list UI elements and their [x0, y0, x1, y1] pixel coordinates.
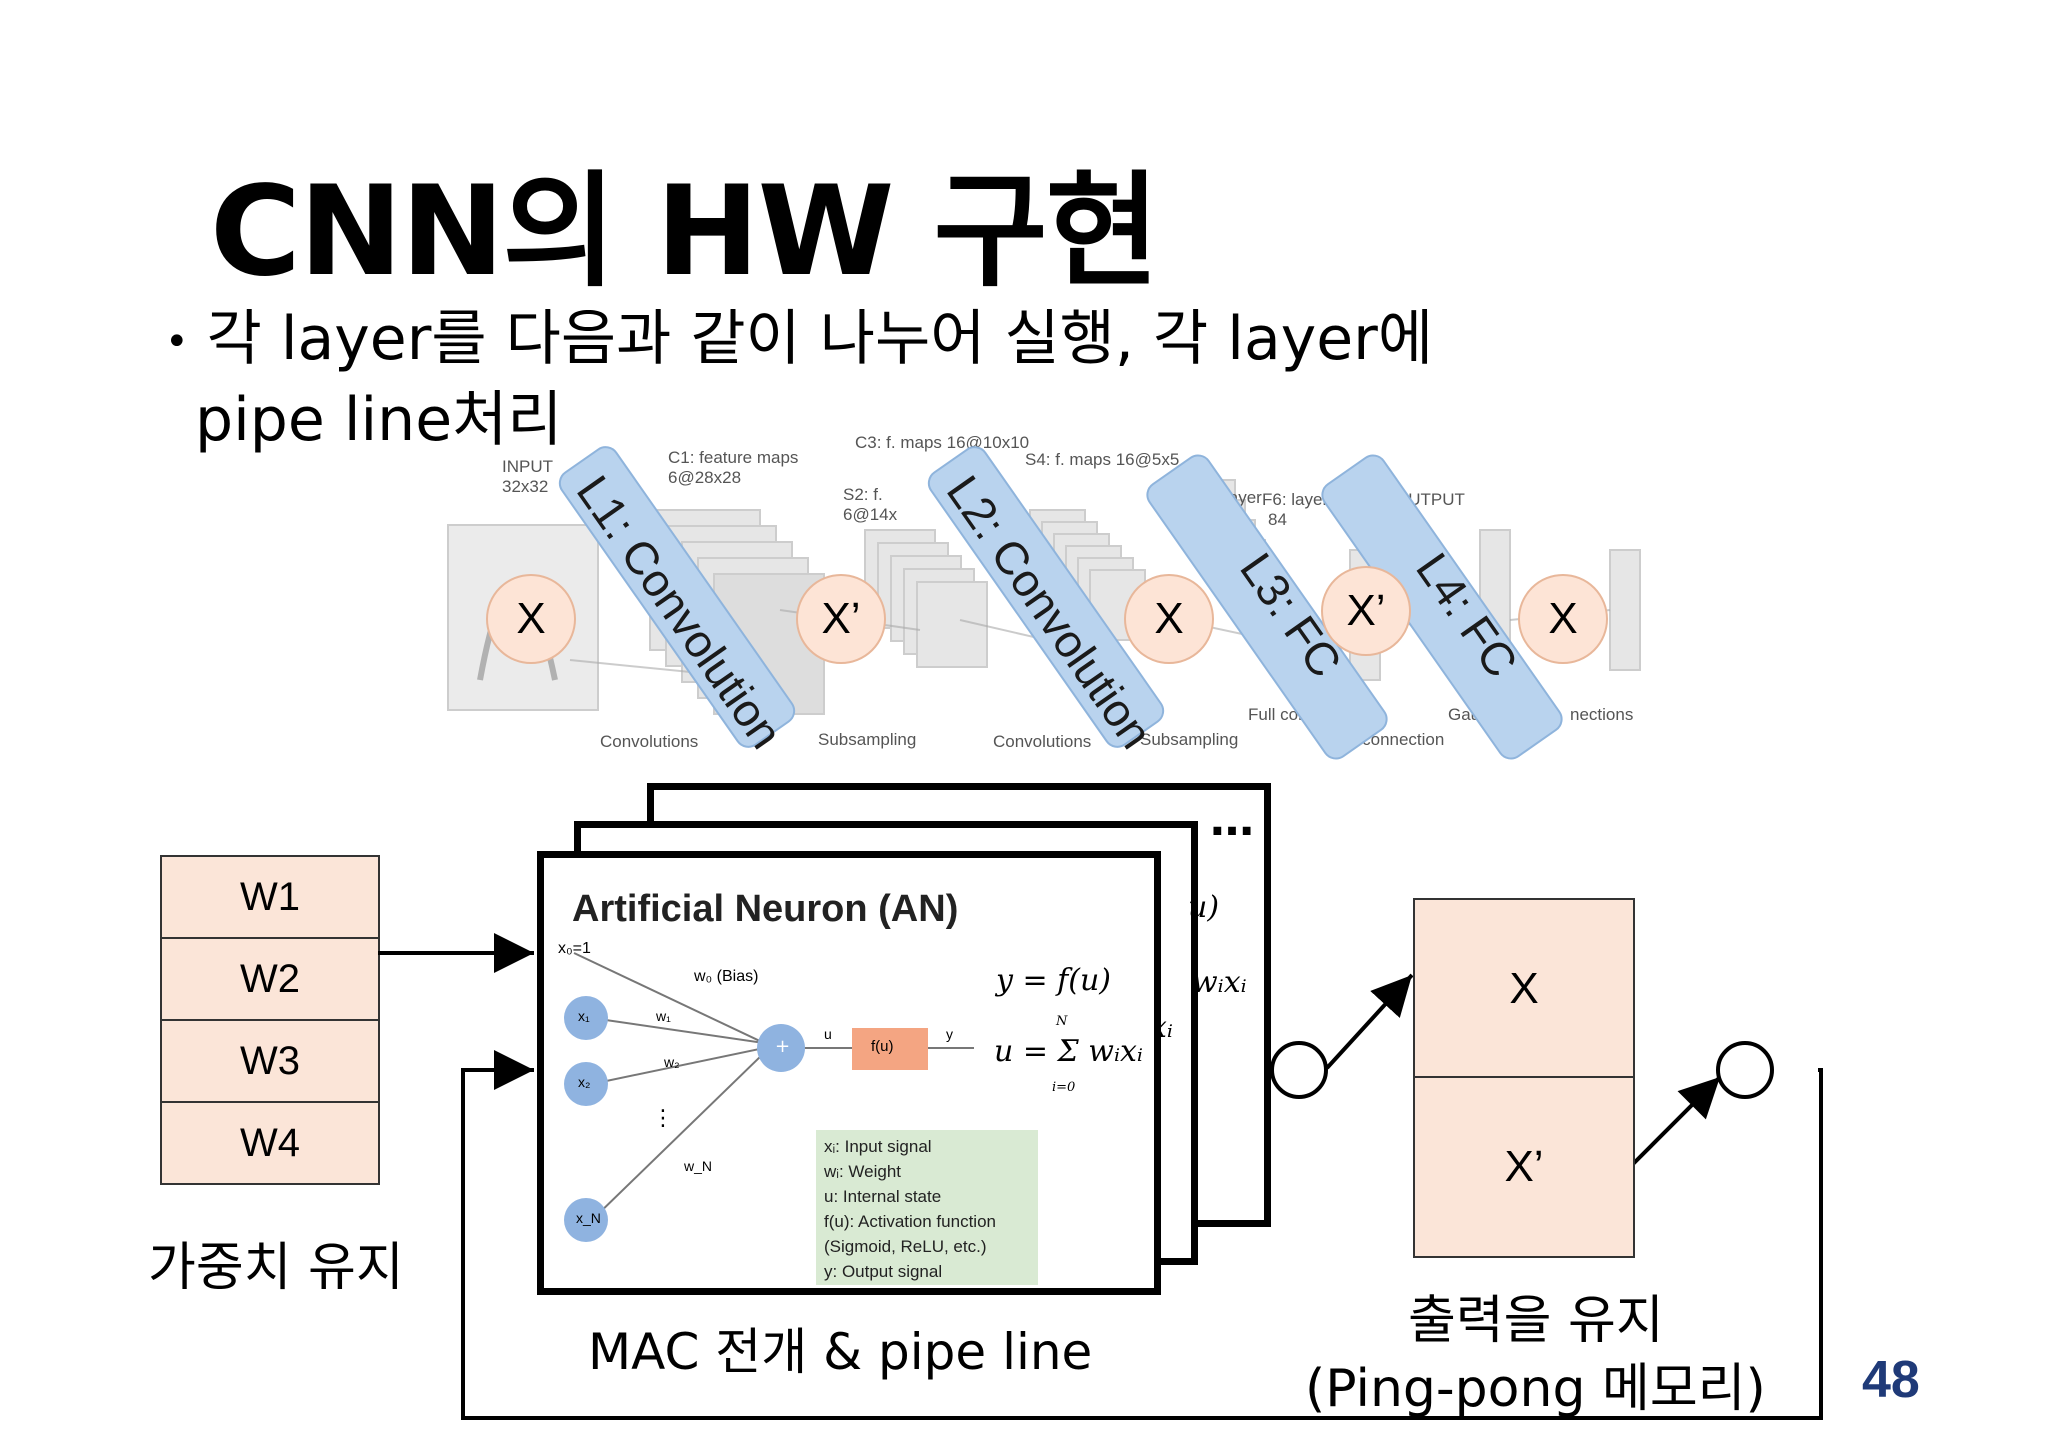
bullet-line-2: pipe line처리: [195, 385, 563, 456]
legend-item: xᵢ: Input signal: [824, 1137, 932, 1156]
equation-sum-upper: N: [1056, 1014, 1068, 1029]
weight-w1: W1: [160, 855, 380, 939]
bg-label-s2: S2: f.: [843, 485, 883, 504]
input-node-x1: x₁: [578, 1008, 590, 1024]
neuron-title: Artificial Neuron (AN): [572, 888, 959, 930]
output-caption-2: (Ping-pong 메모리): [1305, 1359, 1766, 1419]
legend-item: u: Internal state: [824, 1187, 942, 1206]
output-buffer-x: X: [1413, 898, 1635, 1080]
slide-title: CNN의 HW 구현: [210, 160, 1160, 304]
neuron-card-front: Artificial Neuron (AN) x₀=1 w₀ (Bias) x₁…: [537, 851, 1161, 1295]
bg-label-c3: C3: f. maps 16@10x10: [855, 433, 1030, 452]
equation-sum-lower: i=0: [1052, 1080, 1076, 1095]
sum-node-label: +: [775, 1036, 791, 1057]
weight-w2: W2: [160, 937, 380, 1021]
bg-label-subsampling-2: Subsampling: [1140, 730, 1239, 749]
equation-internal: u = Σ wᵢxᵢ: [994, 1034, 1143, 1069]
weight-label-w1: w₁: [656, 1008, 671, 1024]
weight-label-w2: w₂: [664, 1054, 680, 1070]
bg-label-c1: C1: feature maps: [668, 448, 799, 467]
back-fragment-1: u): [1188, 890, 1220, 925]
bg-label-s2-size: 6@14x: [843, 505, 898, 524]
bg-label-s4: S4: f. maps 16@5x5: [1025, 450, 1180, 469]
neuron-legend: xᵢ: Input signal wᵢ: Weight u: Internal …: [824, 1134, 996, 1284]
legend-item: f(u): Activation function: [824, 1212, 996, 1231]
page-number: 48: [1862, 1351, 1920, 1409]
buffer-node-4: X’: [1321, 566, 1411, 656]
weight-label-wn: w_N: [684, 1158, 713, 1174]
inputs-vdots: ⋮: [652, 1106, 674, 1131]
back-fragment-2: wᵢxᵢ: [1192, 965, 1247, 1000]
bg-label-c1-size: 6@28x28: [668, 468, 742, 487]
bg-label-connections: nections: [1570, 705, 1634, 724]
more-cards-ellipsis: …: [1210, 795, 1254, 846]
equation-output: y = f(u): [996, 963, 1111, 998]
bg-label-convolutions-1: Convolutions: [600, 732, 699, 751]
mac-caption: MAC 전개 & pipe line: [588, 1323, 1093, 1381]
buffer-node-5: X: [1518, 574, 1608, 664]
bg-label-f6-size: 84: [1268, 510, 1287, 529]
bg-label-input-size: 32x32: [502, 477, 549, 496]
bg-label-input: INPUT: [502, 457, 553, 476]
input-node-xn: x_N: [576, 1210, 601, 1226]
legend-item: (Sigmoid, ReLU, etc.): [824, 1237, 987, 1256]
activation-box-label: f(u): [871, 1038, 894, 1055]
bias-label: w₀ (Bias): [694, 968, 759, 985]
bullet-line-1: 각 layer를 다음과 같이 나누어 실행, 각 layer에: [206, 304, 1434, 374]
bullet-marker: •: [165, 319, 189, 366]
bg-label-f6: F6: layer: [1262, 490, 1329, 509]
weights-caption: 가중치 유지: [148, 1238, 404, 1298]
output-caption-1: 출력을 유지: [1408, 1291, 1664, 1351]
buffer-node-3: X: [1124, 574, 1214, 664]
legend-item: wᵢ: Weight: [824, 1162, 901, 1181]
buffer-node-2: X’: [796, 574, 886, 664]
bullet-text: • 각 layer를 다음과 같이 나누어 실행, 각 layer에 pipe l…: [165, 300, 1433, 459]
u-label: u: [824, 1026, 832, 1042]
x0-label: x₀=1: [558, 940, 591, 957]
buffer-node-1: X: [486, 574, 576, 664]
y-label: y: [946, 1026, 953, 1042]
output-buffer-x-prime: X’: [1413, 1076, 1635, 1258]
neuron-graph: [564, 952, 1038, 1285]
input-node-x2: x₂: [578, 1074, 591, 1090]
bg-label-convolutions-2: Convolutions: [993, 732, 1092, 751]
bg-label-subsampling-1: Subsampling: [818, 730, 917, 749]
weight-w4: W4: [160, 1101, 380, 1185]
legend-item: y: Output signal: [824, 1262, 943, 1281]
